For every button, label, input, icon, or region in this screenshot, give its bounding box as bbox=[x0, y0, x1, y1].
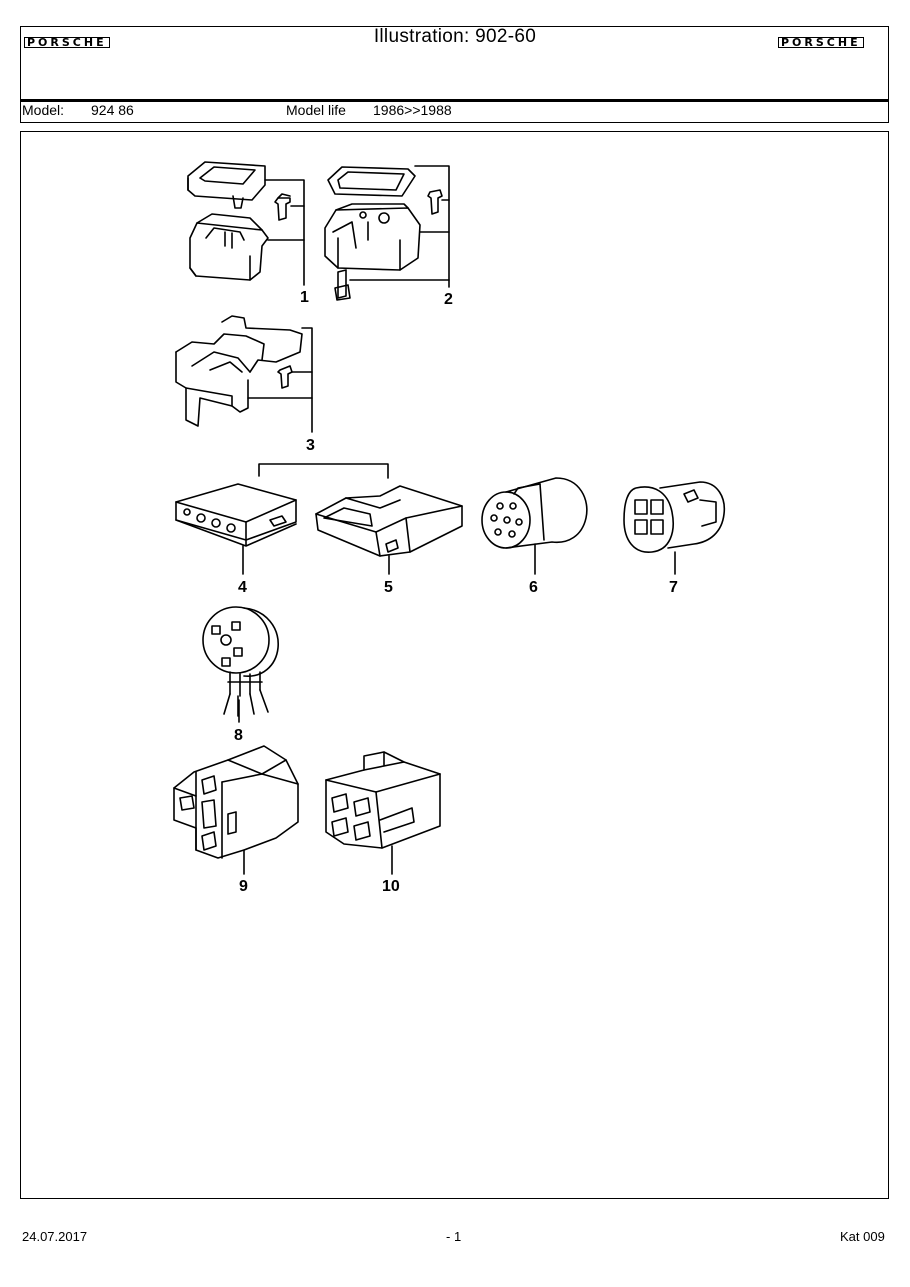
part-7-connector bbox=[623, 481, 726, 553]
footer-catalog: Kat 009 bbox=[840, 1229, 885, 1244]
part-10-connector bbox=[325, 751, 441, 849]
part-5-connector bbox=[315, 485, 463, 557]
callout-4: 4 bbox=[238, 579, 247, 596]
part-6-round-connector bbox=[481, 477, 588, 549]
callout-8: 8 bbox=[234, 727, 243, 744]
illustration-frame bbox=[20, 131, 889, 1199]
callout-5: 5 bbox=[384, 579, 393, 596]
part-1-callout-lines bbox=[264, 179, 305, 286]
footer-page-number: - 1 bbox=[446, 1229, 462, 1244]
part-3-callout-lines bbox=[247, 327, 313, 433]
callout-6: 6 bbox=[529, 579, 538, 596]
porsche-logo-left: PORSCHE bbox=[24, 36, 110, 49]
porsche-logo-right: PORSCHE bbox=[778, 36, 864, 49]
model-value: 924 86 bbox=[91, 102, 134, 118]
header-frame bbox=[20, 26, 889, 123]
callout-9: 9 bbox=[239, 878, 248, 895]
page-title: Illustration: 902-60 bbox=[373, 26, 537, 47]
part-9-connector bbox=[173, 745, 299, 859]
callout-10: 10 bbox=[382, 878, 400, 895]
model-label: Model: bbox=[22, 102, 65, 118]
part-8-round-socket bbox=[202, 606, 279, 717]
part-2-callout-lines bbox=[349, 165, 450, 288]
header-divider bbox=[20, 99, 889, 102]
model-life-value: 1986>>1988 bbox=[373, 102, 452, 118]
callout-3: 3 bbox=[306, 437, 315, 454]
model-life-label: Model life bbox=[286, 102, 346, 118]
callout-7: 7 bbox=[669, 579, 678, 596]
callout-1: 1 bbox=[300, 289, 309, 306]
part-4-connector bbox=[175, 483, 297, 547]
part-3-connector-housing bbox=[175, 315, 303, 427]
bracket-4-5 bbox=[258, 463, 389, 479]
part-1-connector-housing bbox=[187, 161, 291, 281]
callout-2: 2 bbox=[444, 291, 453, 308]
part-2-connector-housing bbox=[324, 166, 443, 301]
footer-date: 24.07.2017 bbox=[22, 1229, 88, 1244]
